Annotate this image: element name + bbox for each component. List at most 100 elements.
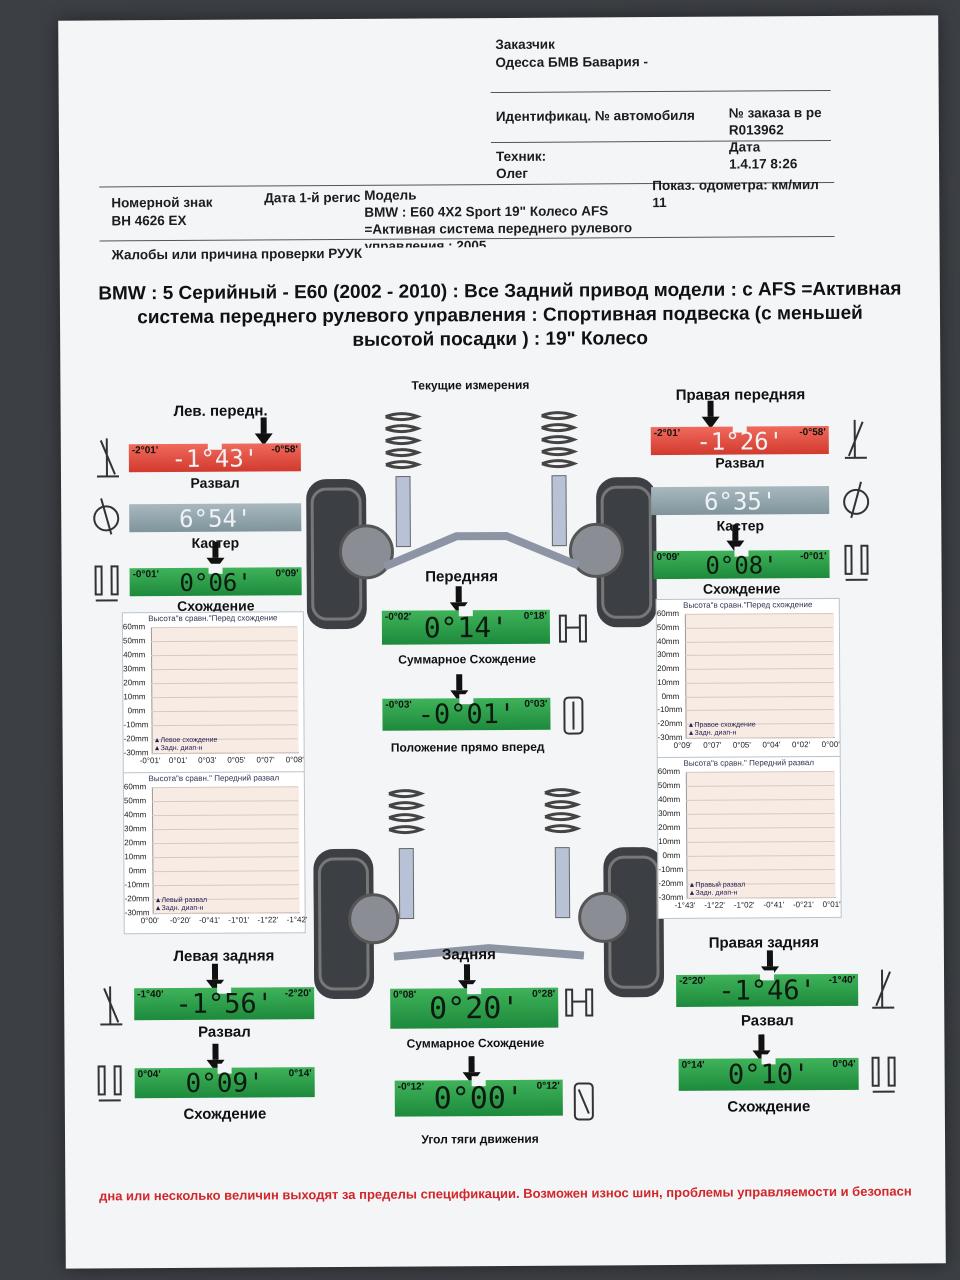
front-right-label: Правая передняя xyxy=(675,386,806,404)
rear-left-camber-name: Развал xyxy=(197,1023,251,1041)
grid-line xyxy=(152,912,299,915)
rear-total-toe-icon xyxy=(565,988,594,1017)
plot-area xyxy=(150,626,299,755)
y-tick-label: 20mm xyxy=(123,678,146,688)
rear-right-camber-gauge: -2°20' -1°40' -1°46' xyxy=(676,970,859,1007)
front-left-toe-value: 0°06' xyxy=(179,568,252,597)
front-right-caster-name: Кастер xyxy=(716,517,765,534)
rear-right-camber-name: Развал xyxy=(740,1012,794,1030)
rear-left-camber-value: -1°56' xyxy=(175,988,274,1021)
plot-legend: ▲Левый развал xyxy=(154,896,208,905)
y-tick-label: 50mm xyxy=(123,796,147,806)
date-label: Дата xyxy=(728,139,761,155)
x-tick-label: -1°43' xyxy=(674,900,696,910)
plot-area xyxy=(151,786,300,915)
rear-right-label: Правая задняя xyxy=(708,934,820,952)
caster-wheel-icon-right xyxy=(843,481,870,519)
rear-left-toe-value: 0°09' xyxy=(185,1068,264,1099)
x-tick-label: 0°07' xyxy=(703,740,722,750)
front-right-toe-value: 0°08' xyxy=(705,551,778,580)
plate-label: Номерной знак xyxy=(111,194,213,211)
rear-left-shock xyxy=(398,848,415,920)
x-tick-label: 0°00' xyxy=(140,916,159,926)
thrust-angle-icon xyxy=(573,1082,594,1121)
order-value: R013962 xyxy=(728,122,784,138)
x-tick-label: -1°22' xyxy=(257,915,279,925)
caster-wheel-icon xyxy=(93,498,120,535)
front-left-strut xyxy=(395,476,411,548)
order-label: № заказа в ре xyxy=(728,105,822,121)
x-tick-label: -1°02' xyxy=(733,900,755,910)
toe-wheel-icon-right xyxy=(844,544,869,581)
front-total-toe-gauge: -0°02' 0°18' 0°14' xyxy=(381,606,551,645)
rear-left-toe-name: Схождение xyxy=(183,1105,267,1123)
grid-line xyxy=(685,736,834,739)
front-control-arms xyxy=(382,531,581,571)
rear-left-toe-icon xyxy=(97,1065,122,1102)
y-tick-label: 20mm xyxy=(657,664,680,674)
out-of-spec-warning: дна или несколько величин выходят за пре… xyxy=(99,1183,912,1204)
rear-left-tire xyxy=(313,848,375,1000)
x-tick-label: -0°21' xyxy=(792,900,814,910)
front-right-camber-gauge: -2°01' -0°58' -1°26' xyxy=(650,422,829,456)
rear-right-camber-value: -1°46' xyxy=(718,975,816,1007)
right-camber-plot-title: Высота"в сравн." Передний развал xyxy=(683,758,815,768)
x-tick-label: -1°01' xyxy=(228,915,250,925)
front-left-camber-value: -1°43' xyxy=(171,444,259,474)
first-reg-label: Дата 1-й регис xyxy=(264,189,361,206)
front-right-spring xyxy=(541,411,579,469)
straight-ahead-value: -0°01' xyxy=(417,698,516,731)
straight-ahead-name: Положение прямо вперед xyxy=(390,739,545,755)
customer-label: Заказчик xyxy=(495,36,555,53)
front-left-brake-disc xyxy=(338,524,394,580)
customer-value: Одесса БМВ Бавария - xyxy=(495,54,648,71)
x-tick-label: 0°01' xyxy=(168,755,188,766)
y-tick-label: 0mm xyxy=(127,706,146,716)
y-tick-label: 50mm xyxy=(122,636,146,646)
rear-left-spring xyxy=(388,789,426,835)
rear-left-camber-icon xyxy=(100,986,123,1026)
rear-left-brake-disc xyxy=(348,893,400,945)
rear-left-toe-gauge: 0°04' 0°14' 0°09' xyxy=(134,1063,315,1099)
plot-legend-range: ▲Задн. диап-н xyxy=(153,744,203,753)
front-left-tire xyxy=(306,478,367,630)
odometer-label: Показ. одометра: км/мил xyxy=(652,177,819,194)
x-tick-label: 0°00' xyxy=(821,739,840,750)
y-tick-label: 40mm xyxy=(124,810,147,820)
x-tick-label: -0°41' xyxy=(199,915,220,925)
y-tick-label: -10mm xyxy=(657,705,683,715)
front-right-strut xyxy=(551,475,567,547)
thrust-angle-value: 0°00' xyxy=(433,1080,525,1117)
x-tick-label: -0°01' xyxy=(139,756,161,766)
y-tick-label: -20mm xyxy=(123,734,149,744)
y-tick-label: -10mm xyxy=(658,864,684,875)
x-tick-label: 0°04' xyxy=(762,740,781,750)
rear-right-brake-disc xyxy=(578,891,630,943)
front-right-tire xyxy=(596,477,657,628)
thrust-angle-name: Угол тяги движения xyxy=(421,1131,539,1147)
front-left-camber-gauge: -2°01' -0°58' -1°43' xyxy=(128,439,301,474)
grid-line xyxy=(151,752,298,755)
plot-legend-range: ▲Задн. диап-н xyxy=(687,729,737,737)
y-tick-label: 20mm xyxy=(124,838,147,848)
y-tick-label: 50mm xyxy=(657,780,681,791)
y-tick-label: 10mm xyxy=(123,692,146,702)
rear-right-toe-name: Схождение xyxy=(727,1098,811,1116)
front-right-brake-disc xyxy=(568,522,624,578)
alignment-report-sheet: Заказчик Одесса БМВ Бавария - Идентифика… xyxy=(58,15,946,1269)
y-tick-label: 40mm xyxy=(123,650,146,660)
y-tick-label: 40mm xyxy=(657,794,681,805)
rear-right-camber-icon xyxy=(872,969,895,1009)
x-tick-label: 0°07' xyxy=(256,755,275,765)
y-tick-label: -10mm xyxy=(124,880,150,890)
front-right-caster-gauge: 6°35' xyxy=(651,482,830,516)
front-total-toe-name: Суммарное Схождение xyxy=(398,651,536,667)
plot-legend-range: ▲Задн. диап-н xyxy=(154,904,204,913)
complaint-label: Жалобы или причина проверки РУУК xyxy=(111,245,363,263)
straight-ahead-gauge: -0°03' 0°03' -0°01' xyxy=(382,694,551,731)
vin-label: Идентификац. № автомобиля xyxy=(495,107,695,125)
current-measurements-label: Текущие измерения xyxy=(411,377,530,393)
rear-left-camber-gauge: -1°40' -2°20' -1°56' xyxy=(134,983,315,1021)
